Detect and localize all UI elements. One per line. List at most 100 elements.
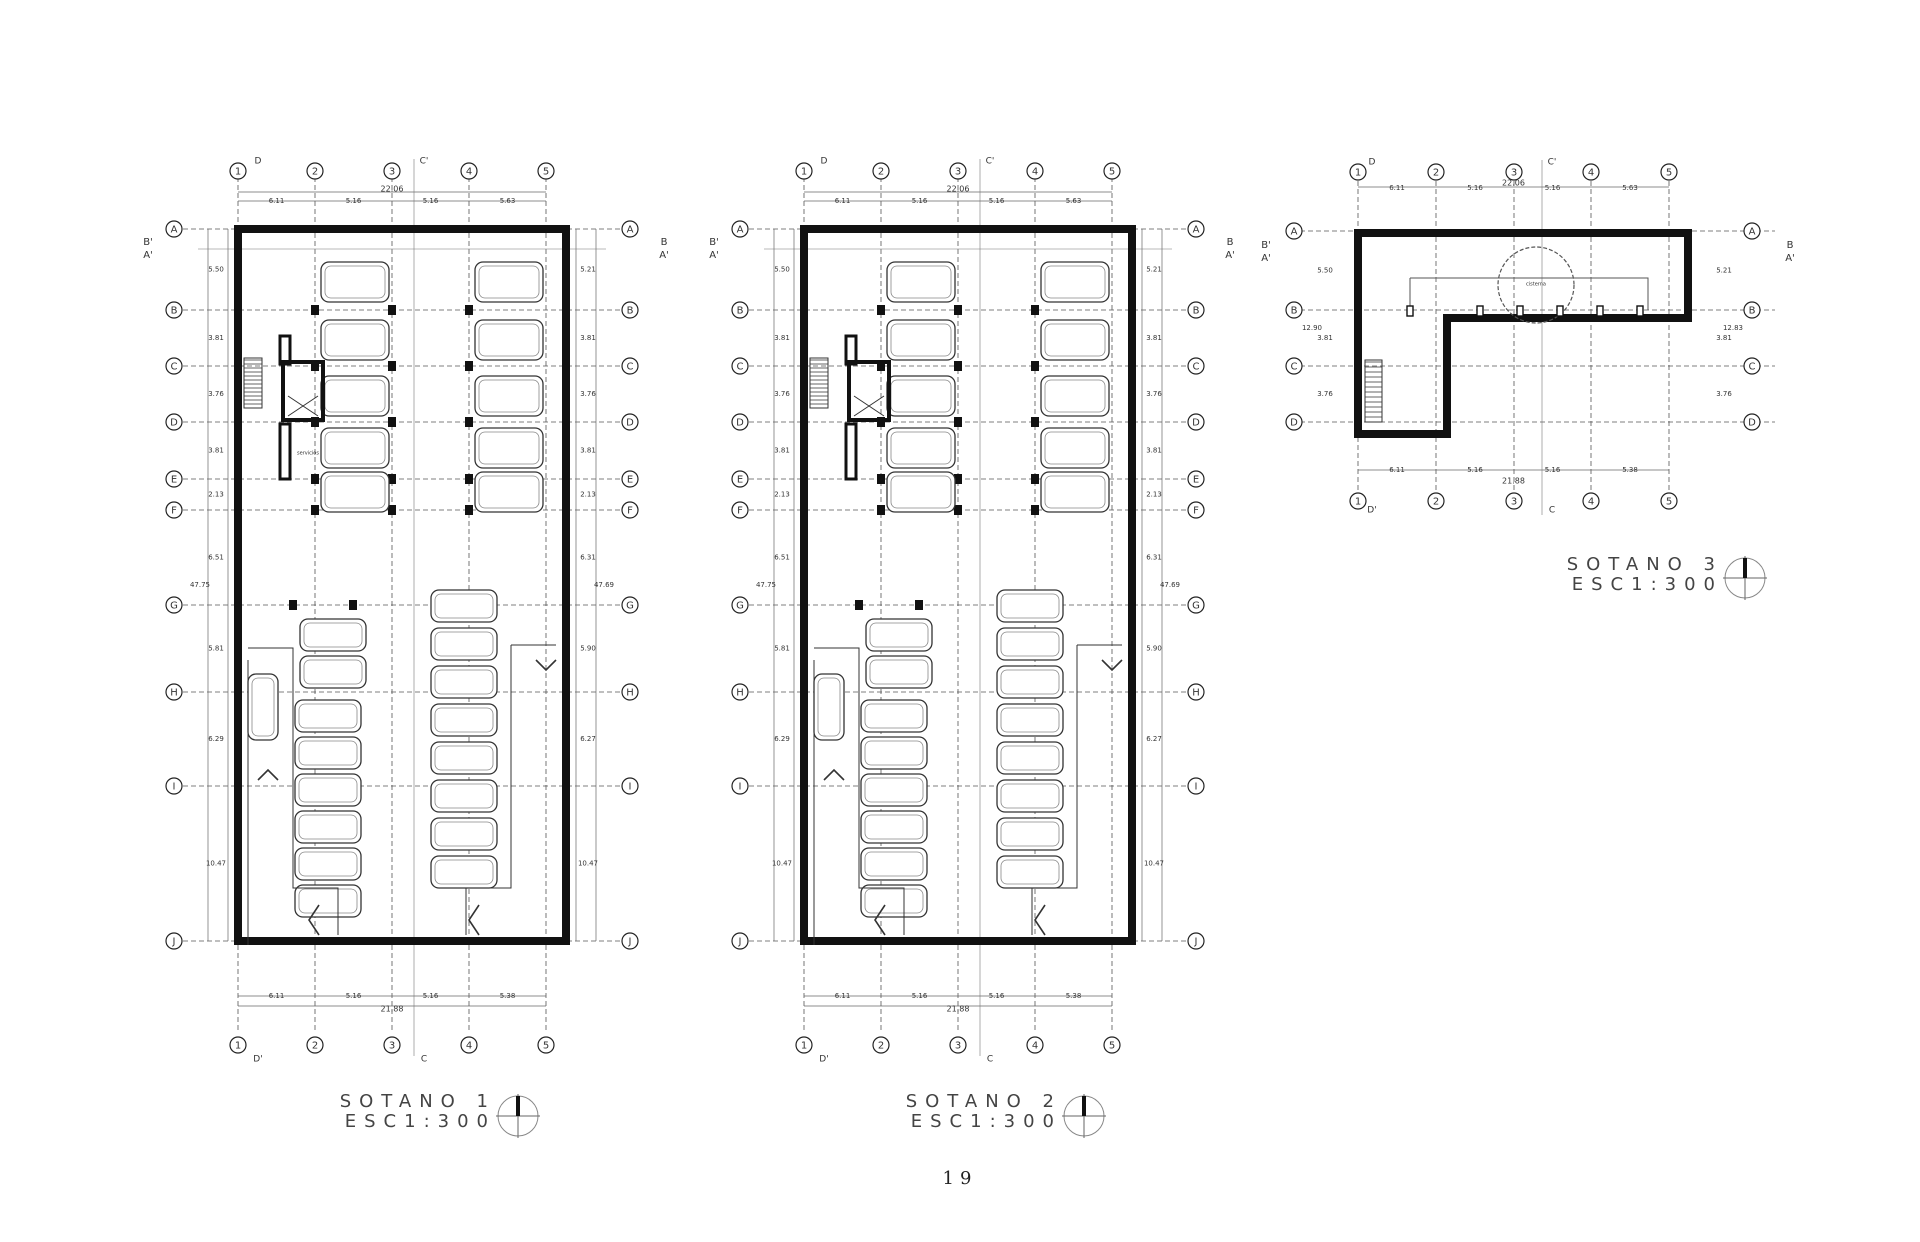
parking-car	[860, 847, 928, 881]
car-windows	[869, 659, 929, 685]
elevator-core	[847, 360, 891, 422]
parking-car	[299, 655, 367, 689]
car-body	[860, 810, 928, 844]
car-windows	[251, 677, 275, 737]
north-needle	[516, 1096, 520, 1116]
car-windows	[434, 859, 494, 885]
parking-car	[430, 703, 498, 737]
grid-bubble-row	[1743, 413, 1761, 431]
parking-car	[996, 855, 1064, 889]
grid-bubble-col	[795, 1036, 813, 1054]
grid-bubble-col-label: 4	[466, 1041, 472, 1052]
car-windows	[434, 745, 494, 771]
car-body	[320, 427, 390, 469]
car-body	[430, 703, 498, 737]
grid-bubble-col	[1103, 162, 1121, 180]
car-body	[886, 471, 956, 513]
structural-column	[1596, 305, 1604, 317]
grid-bubble-col-label: 1	[1355, 497, 1361, 508]
car-body	[996, 627, 1064, 661]
dimension-total-top: 22.06	[947, 185, 970, 194]
dimension-row-left: 6.29	[774, 735, 790, 743]
grid-bubble-col-label: 4	[466, 167, 472, 178]
elevator-core	[281, 360, 325, 422]
structural-column	[311, 305, 319, 315]
structural-column	[311, 474, 319, 484]
grid-bubble-row-label: I	[739, 782, 742, 793]
grid-bubble-col	[306, 1036, 324, 1054]
grid-bubble-col	[383, 162, 401, 180]
car-body	[860, 884, 928, 918]
grid-bubble-row-label: J	[628, 937, 632, 948]
section-mark: D	[821, 157, 828, 167]
grid-bubble-col-label: 3	[1511, 497, 1517, 508]
dimension-row-right: 6.31	[1146, 554, 1162, 562]
grid-bubble-row-label: C	[737, 362, 744, 373]
ramp-arrow	[308, 904, 320, 936]
car-windows	[298, 888, 358, 914]
grid-bubble-row	[731, 501, 749, 519]
cistern-circle	[1497, 246, 1575, 324]
grid-bubble-row	[1743, 222, 1761, 240]
grid-bubble-row	[1285, 222, 1303, 240]
structural-column	[1031, 361, 1039, 371]
grid-bubble-row	[1187, 413, 1205, 431]
plan-title: SOTANO 1	[340, 1091, 496, 1112]
ramp-arrow	[468, 904, 480, 936]
grid-bubble-row-label: D	[1192, 418, 1200, 429]
structural-column	[388, 361, 396, 371]
dimension-row-left: 2.13	[208, 491, 224, 499]
ramp-arrow	[874, 904, 886, 936]
plan-scale: ESC1:300	[911, 1111, 1062, 1132]
car-windows	[1000, 707, 1060, 733]
dimension-row-right: 5.90	[1146, 645, 1162, 653]
parking-car	[294, 736, 362, 770]
parking-car	[886, 427, 956, 469]
structural-column	[954, 361, 962, 371]
grid-bubble-col-label: 4	[1588, 168, 1594, 179]
car-windows	[864, 703, 924, 729]
parking-car	[474, 427, 544, 469]
car-body	[320, 261, 390, 303]
structural-column	[311, 361, 319, 371]
grid-bubble-row-label: I	[173, 782, 176, 793]
grid-bubble-col	[1026, 1036, 1044, 1054]
grid-bubble-row-label: D	[1290, 418, 1298, 429]
grid-bubble-row-label: C	[627, 362, 634, 373]
parking-car	[430, 779, 498, 813]
parking-car	[865, 655, 933, 689]
dimension-col-top: 5.16	[1545, 184, 1561, 192]
dimension-row-right: 5.90	[580, 645, 596, 653]
dimension-row-left: 3.76	[1317, 390, 1333, 398]
dimension-row-right: 3.76	[1716, 390, 1732, 398]
stair	[1364, 359, 1383, 423]
grid-bubble-row-label: A	[1749, 227, 1756, 238]
dimension-col-top: 5.16	[423, 197, 439, 205]
grid-bubble-col-label: 3	[955, 1041, 961, 1052]
ramp-arrow	[535, 659, 557, 672]
dimension-row-right: 6.27	[580, 735, 596, 743]
parking-car	[886, 319, 956, 361]
parking-car	[886, 375, 956, 417]
parking-car	[430, 855, 498, 889]
grid-bubble-row-label: C	[1749, 362, 1756, 373]
grid-bubble-row	[1187, 683, 1205, 701]
plan-scale: ESC1:300	[1572, 574, 1723, 595]
grid-bubble-col-label: 5	[543, 167, 549, 178]
grid-bubble-row	[731, 470, 749, 488]
structural-column	[1556, 305, 1564, 317]
dimension-row-left: 3.76	[774, 390, 790, 398]
grid-bubble-row	[731, 683, 749, 701]
car-body	[430, 589, 498, 623]
dimension-row-left: 5.81	[208, 645, 224, 653]
car-body	[430, 779, 498, 813]
grid-bubble-row-label: A	[171, 225, 178, 236]
parking-car	[860, 736, 928, 770]
grid-bubble-row-label: F	[171, 506, 177, 517]
car-windows	[817, 677, 841, 737]
grid-bubble-col-label: 3	[955, 167, 961, 178]
car-body	[1040, 319, 1110, 361]
car-body	[886, 261, 956, 303]
car-body	[886, 427, 956, 469]
structural-column	[1406, 305, 1414, 317]
